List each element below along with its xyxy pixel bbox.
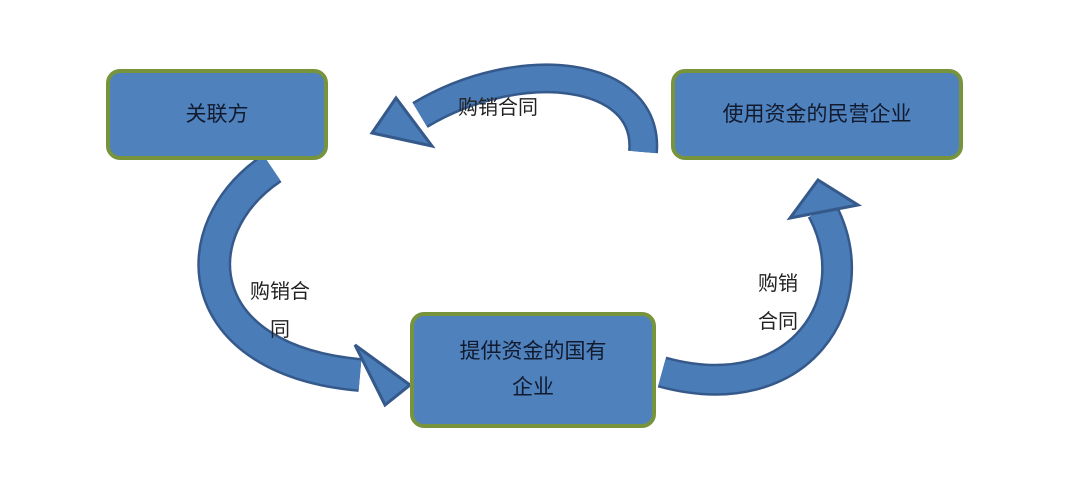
node-label-line1: 提供资金的国有 xyxy=(459,339,607,364)
node-label: 使用资金的民营企业 xyxy=(722,101,912,126)
edge-label-left: 购销合 同 xyxy=(250,272,310,348)
arrow-top xyxy=(369,63,659,154)
node-private-enterprise: 使用资金的民营企业 xyxy=(671,69,963,160)
arrow-left xyxy=(197,153,413,408)
arrow-right xyxy=(657,177,863,396)
edge-label-line2: 同 xyxy=(270,317,290,341)
edge-label-text: 购销合同 xyxy=(458,95,538,119)
edge-label-right: 购销 合同 xyxy=(758,264,798,340)
node-related-party: 关联方 xyxy=(106,69,328,160)
edge-label-top: 购销合同 xyxy=(458,88,538,126)
node-state-enterprise: 提供资金的国有 企业 xyxy=(410,312,656,428)
edge-label-line1: 购销合 xyxy=(250,279,310,303)
node-label: 关联方 xyxy=(185,101,249,126)
node-label-line2: 企业 xyxy=(512,375,554,399)
edge-label-line2: 合同 xyxy=(758,309,798,333)
edge-label-line1: 购销 xyxy=(758,271,798,295)
